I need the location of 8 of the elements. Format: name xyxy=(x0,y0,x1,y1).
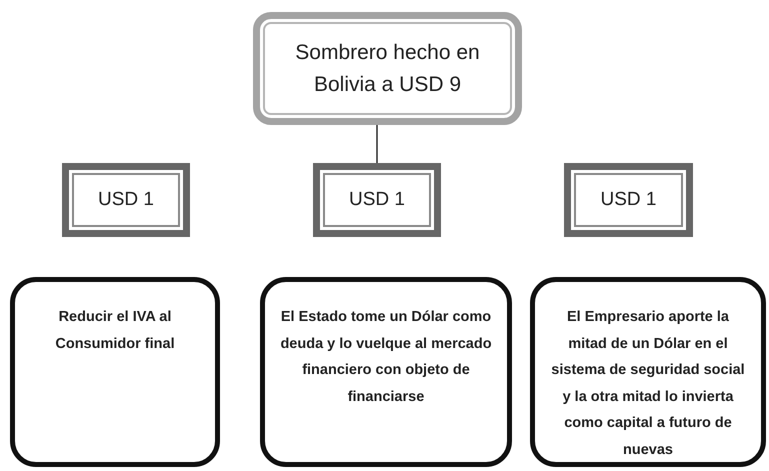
connector-line xyxy=(376,125,378,163)
proposal-box: Reducir el IVA al Consumidor final xyxy=(10,277,220,467)
amount-box: USD 1 xyxy=(62,163,190,237)
amount-box: USD 1 xyxy=(313,163,441,237)
proposal-box: El Empresario aporte la mitad de un Dólar en el sistema de seguridad social y la otra mitad lo invierta como capital a futuro de nuevas xyxy=(530,277,766,467)
amount-box: USD 1 xyxy=(564,163,693,237)
proposal-box: El Estado tome un Dólar como deuda y lo vuelque al mercado financiero con objeto de financiarse xyxy=(260,277,512,467)
title-box: Sombrero hecho en Bolivia a USD 9 xyxy=(253,12,522,125)
